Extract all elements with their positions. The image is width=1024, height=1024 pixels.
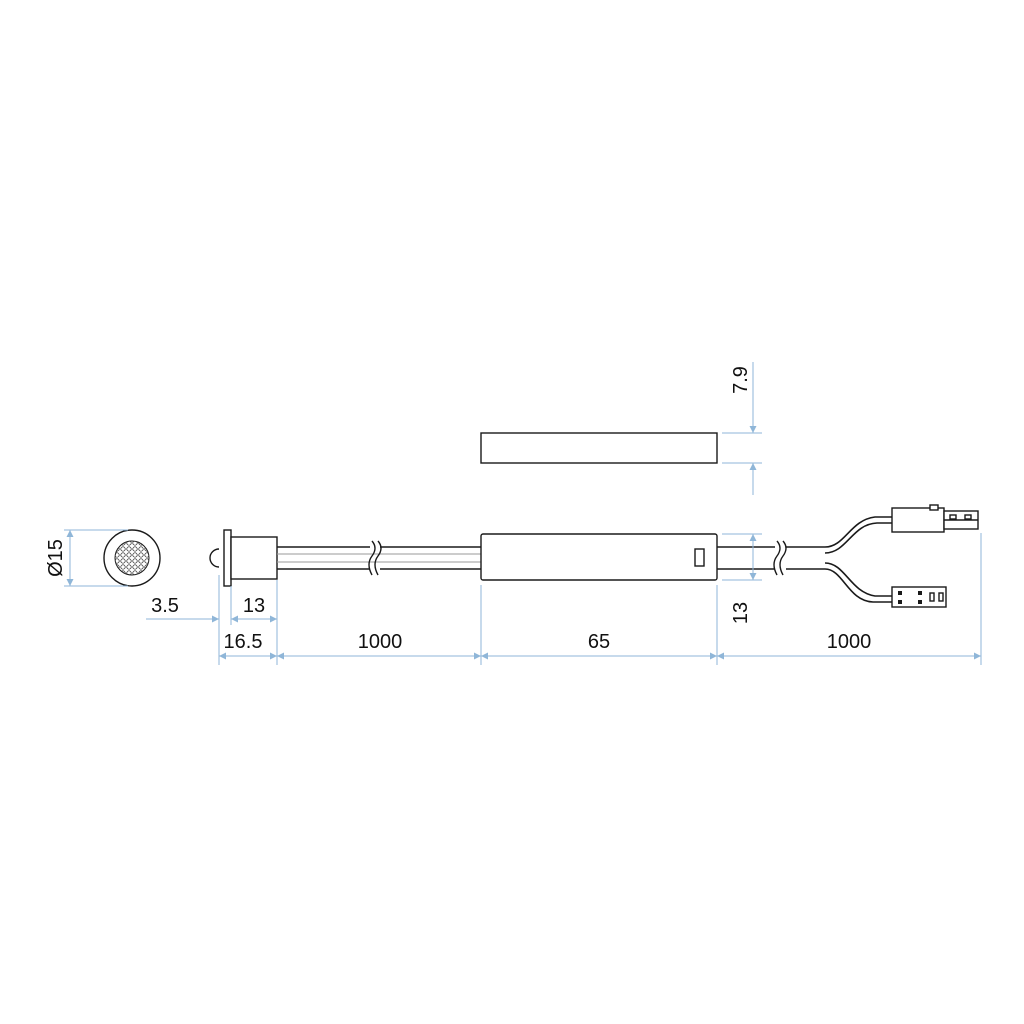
input-cable-label: 1000 — [358, 631, 403, 653]
small-connector — [891, 586, 947, 608]
thickness-dimension — [722, 362, 762, 495]
diameter-label: Ø15 — [45, 539, 67, 577]
body-length-label: 13 — [243, 595, 265, 617]
controller-length-label: 65 — [588, 631, 610, 653]
input-cable — [277, 540, 481, 576]
controller-top-view — [480, 432, 718, 464]
large-connector — [891, 504, 979, 533]
sensor-length-label: 16.5 — [224, 631, 263, 653]
output-cable — [717, 516, 892, 603]
sensor-front-view — [103, 529, 161, 587]
sensor-side-view — [209, 529, 278, 587]
controller-indicator — [694, 548, 705, 567]
controller-height-dimension — [722, 533, 762, 581]
thickness-label: 7.9 — [730, 366, 752, 394]
controller-height-label: 13 — [730, 602, 752, 624]
diameter-dimension — [64, 529, 128, 587]
output-cable-label: 1000 — [827, 631, 872, 653]
bezel-depth-label: 3.5 — [151, 595, 179, 617]
controller-body — [480, 533, 718, 581]
